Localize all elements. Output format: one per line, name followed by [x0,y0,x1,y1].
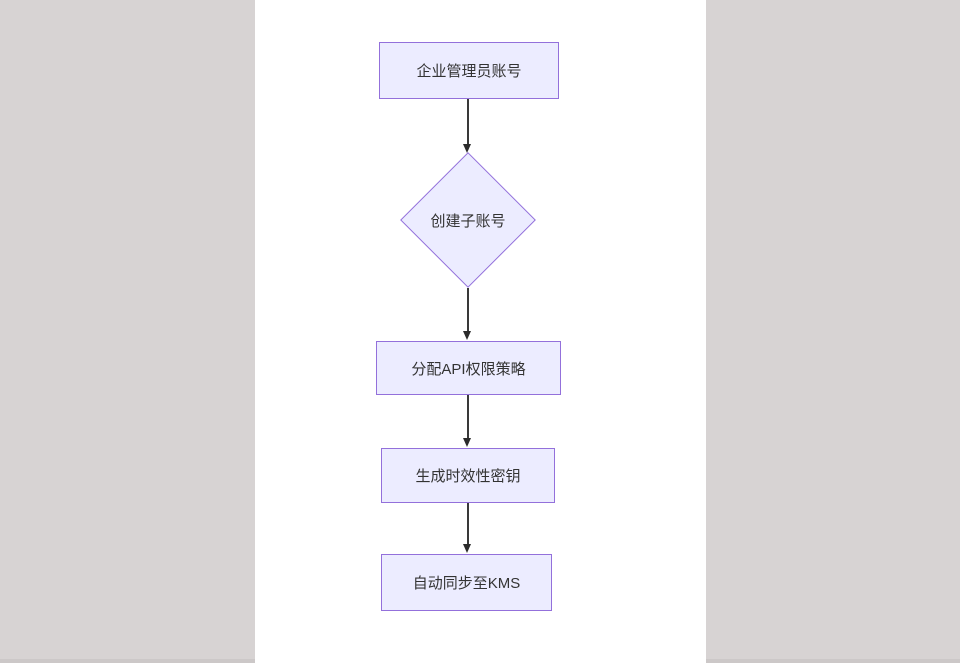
flow-node-create-subaccount-label: 创建子账号 [430,212,506,230]
flow-node-create-subaccount: 创建子账号 [400,152,536,288]
edge-admin-to-create-line [467,99,469,144]
flowchart: 企业管理员账号 创建子账号 分配API权限策略 生成时效性密钥 自动同步至KMS [255,0,706,663]
edge-create-to-policy-line [467,288,469,331]
edge-create-to-policy-arrowhead-icon [463,331,471,340]
edge-policy-to-key-line [467,395,469,438]
flow-node-temporal-key-label: 生成时效性密钥 [415,468,521,485]
flow-node-api-policy: 分配API权限策略 [376,341,561,395]
edge-key-to-kms-line [467,503,469,544]
flow-node-kms-sync: 自动同步至KMS [381,554,552,611]
edge-admin-to-create-arrowhead-icon [463,144,471,153]
edge-policy-to-key-arrowhead-icon [463,438,471,447]
flow-node-admin-account: 企业管理员账号 [379,42,559,99]
diagram-canvas: 企业管理员账号 创建子账号 分配API权限策略 生成时效性密钥 自动同步至KMS [255,0,706,663]
flow-node-kms-sync-label: 自动同步至KMS [412,575,521,592]
edge-key-to-kms-arrowhead-icon [463,544,471,553]
flow-node-api-policy-label: 分配API权限策略 [411,360,526,378]
flow-node-temporal-key: 生成时效性密钥 [381,448,555,503]
flow-node-admin-account-label: 企业管理员账号 [416,63,522,80]
